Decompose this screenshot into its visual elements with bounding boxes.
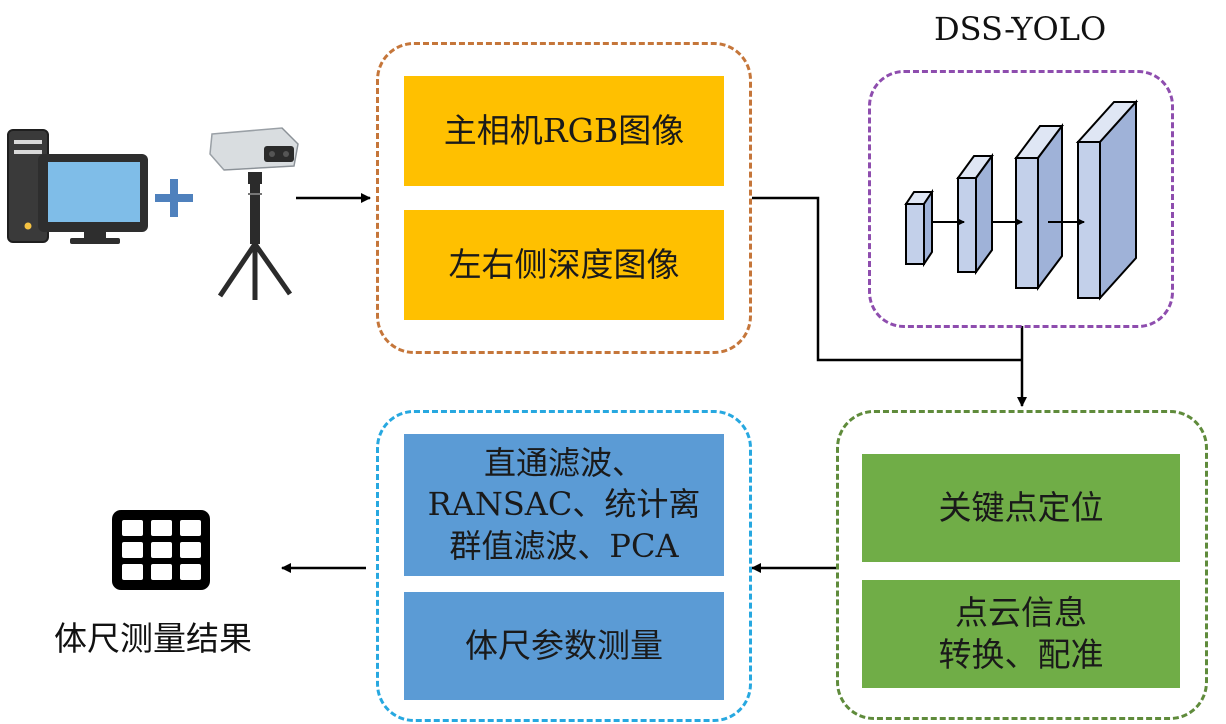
computer-icon	[7, 129, 148, 244]
processing-group	[376, 410, 752, 722]
filter-block: 直通滤波、 RANSAC、统计离 群值滤波、PCA	[404, 434, 724, 576]
rgb-image-block: 主相机RGB图像	[404, 76, 724, 186]
acquisition-group	[376, 42, 752, 354]
measure-block: 体尺参数测量	[404, 592, 724, 700]
depth-image-block: 左右侧深度图像	[404, 210, 724, 320]
connector-rgb-to-keypoint	[752, 196, 1022, 362]
table-grid-icon	[112, 510, 210, 590]
cnn-layers-icon	[904, 99, 1139, 301]
result-label: 体尺测量结果	[54, 619, 252, 658]
keypoint-group	[836, 410, 1208, 720]
plus-icon	[155, 179, 193, 217]
depth-camera-tripod-icon	[209, 127, 299, 300]
keypoint-locate-block: 关键点定位	[862, 454, 1180, 562]
model-title: DSS-YOLO	[934, 10, 1107, 48]
pointcloud-convert-block: 点云信息 转换、配准	[862, 580, 1180, 688]
model-group	[868, 70, 1174, 328]
